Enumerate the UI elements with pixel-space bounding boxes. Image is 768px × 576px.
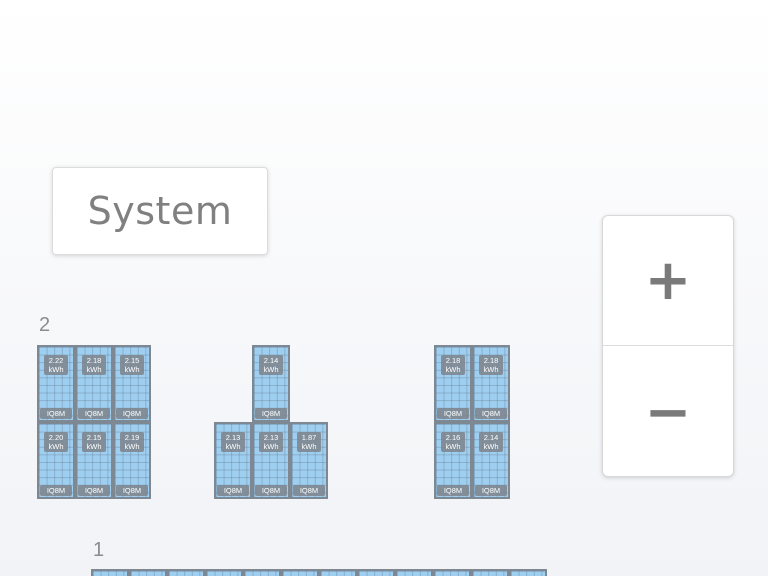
solar-panel[interactable]: [319, 569, 357, 576]
panel-model-label: IQ8M: [255, 408, 287, 419]
solar-panel[interactable]: [509, 569, 547, 576]
panel-model-label: IQ8M: [475, 408, 507, 419]
solar-panel[interactable]: [471, 569, 509, 576]
panel-model-label: IQ8M: [437, 485, 469, 496]
panel-model-label: IQ8M: [217, 485, 249, 496]
panel-model-label: IQ8M: [116, 485, 148, 496]
zoom-out-button[interactable]: −: [644, 379, 692, 445]
panel-model-label: IQ8M: [40, 408, 72, 419]
solar-panel[interactable]: [243, 569, 281, 576]
panel-model-label: IQ8M: [255, 485, 287, 496]
panel-model-label: IQ8M: [293, 485, 325, 496]
zoom-in-button[interactable]: +: [603, 216, 733, 346]
solar-panel[interactable]: [281, 569, 319, 576]
system-button[interactable]: System: [52, 167, 268, 255]
solar-panel[interactable]: [357, 569, 395, 576]
panel-model-label: IQ8M: [475, 485, 507, 496]
array-label: 2: [39, 314, 51, 336]
solar-panel[interactable]: [129, 569, 167, 576]
array-label: 1: [93, 539, 105, 561]
panel-model-label: IQ8M: [78, 485, 110, 496]
solar-panel[interactable]: [433, 569, 471, 576]
panel-model-label: IQ8M: [40, 485, 72, 496]
solar-panel[interactable]: [395, 569, 433, 576]
panel-model-label: IQ8M: [116, 408, 148, 419]
solar-panel[interactable]: [167, 569, 205, 576]
panel-model-label: IQ8M: [78, 408, 110, 419]
panel-model-label: IQ8M: [437, 408, 469, 419]
zoom-control: + −: [602, 215, 734, 477]
solar-panel[interactable]: [205, 569, 243, 576]
solar-panel[interactable]: [91, 569, 129, 576]
